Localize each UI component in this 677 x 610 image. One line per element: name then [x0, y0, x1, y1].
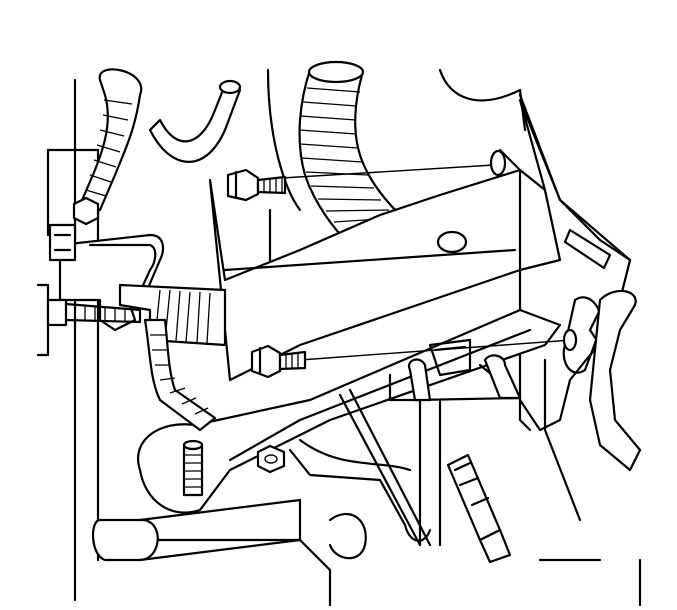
hex-head-icon: [72, 196, 100, 226]
stud: [182, 439, 204, 497]
upper-bolt: [226, 149, 507, 202]
lower-module: [288, 354, 602, 562]
connector-icon: [446, 453, 502, 542]
connector: [446, 453, 512, 564]
bolt-icon: [226, 168, 260, 202]
mounting-bracket: [208, 98, 632, 432]
bolt-icon: [250, 344, 282, 379]
upper-harness-loop: [78, 68, 242, 212]
nut: [256, 444, 286, 474]
hex-nut-icon: [256, 444, 286, 474]
retaining-clip: [588, 289, 642, 472]
lower-bolt: [250, 328, 578, 379]
bottom-tube: [92, 498, 302, 562]
left-harness-bundle: [118, 283, 227, 432]
left-long-bolt: [46, 298, 142, 327]
left-bracket: [48, 196, 165, 332]
